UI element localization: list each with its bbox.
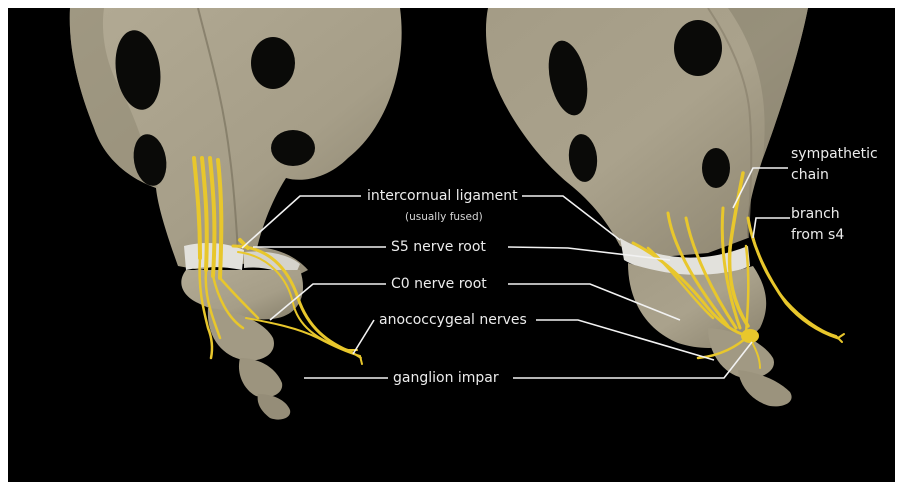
label-branch-from-s4-line1: branch [791,204,844,225]
label-intercornual-ligament: intercornual ligament [367,188,518,205]
right-sacrum-bone [486,8,808,258]
ganglion-impar-node [741,329,759,343]
label-branch-from-s4: branch from s4 [791,204,844,246]
label-sympathetic-chain-line1: sympathetic [791,144,878,165]
illustration-frame: intercornual ligament (usually fused) S5… [8,8,895,482]
label-branch-from-s4-line2: from s4 [791,225,844,246]
left-sacrum-bone [70,8,402,276]
label-c0-nerve-root: C0 nerve root [391,276,487,293]
label-intercornual-ligament-note: (usually fused) [405,209,483,226]
label-sympathetic-chain-line2: chain [791,165,878,186]
label-ganglion-impar: ganglion impar [393,370,499,387]
label-sympathetic-chain: sympathetic chain [791,144,878,186]
label-s5-nerve-root: S5 nerve root [391,239,486,256]
label-anococcygeal-nerves: anococcygeal nerves [379,312,527,329]
